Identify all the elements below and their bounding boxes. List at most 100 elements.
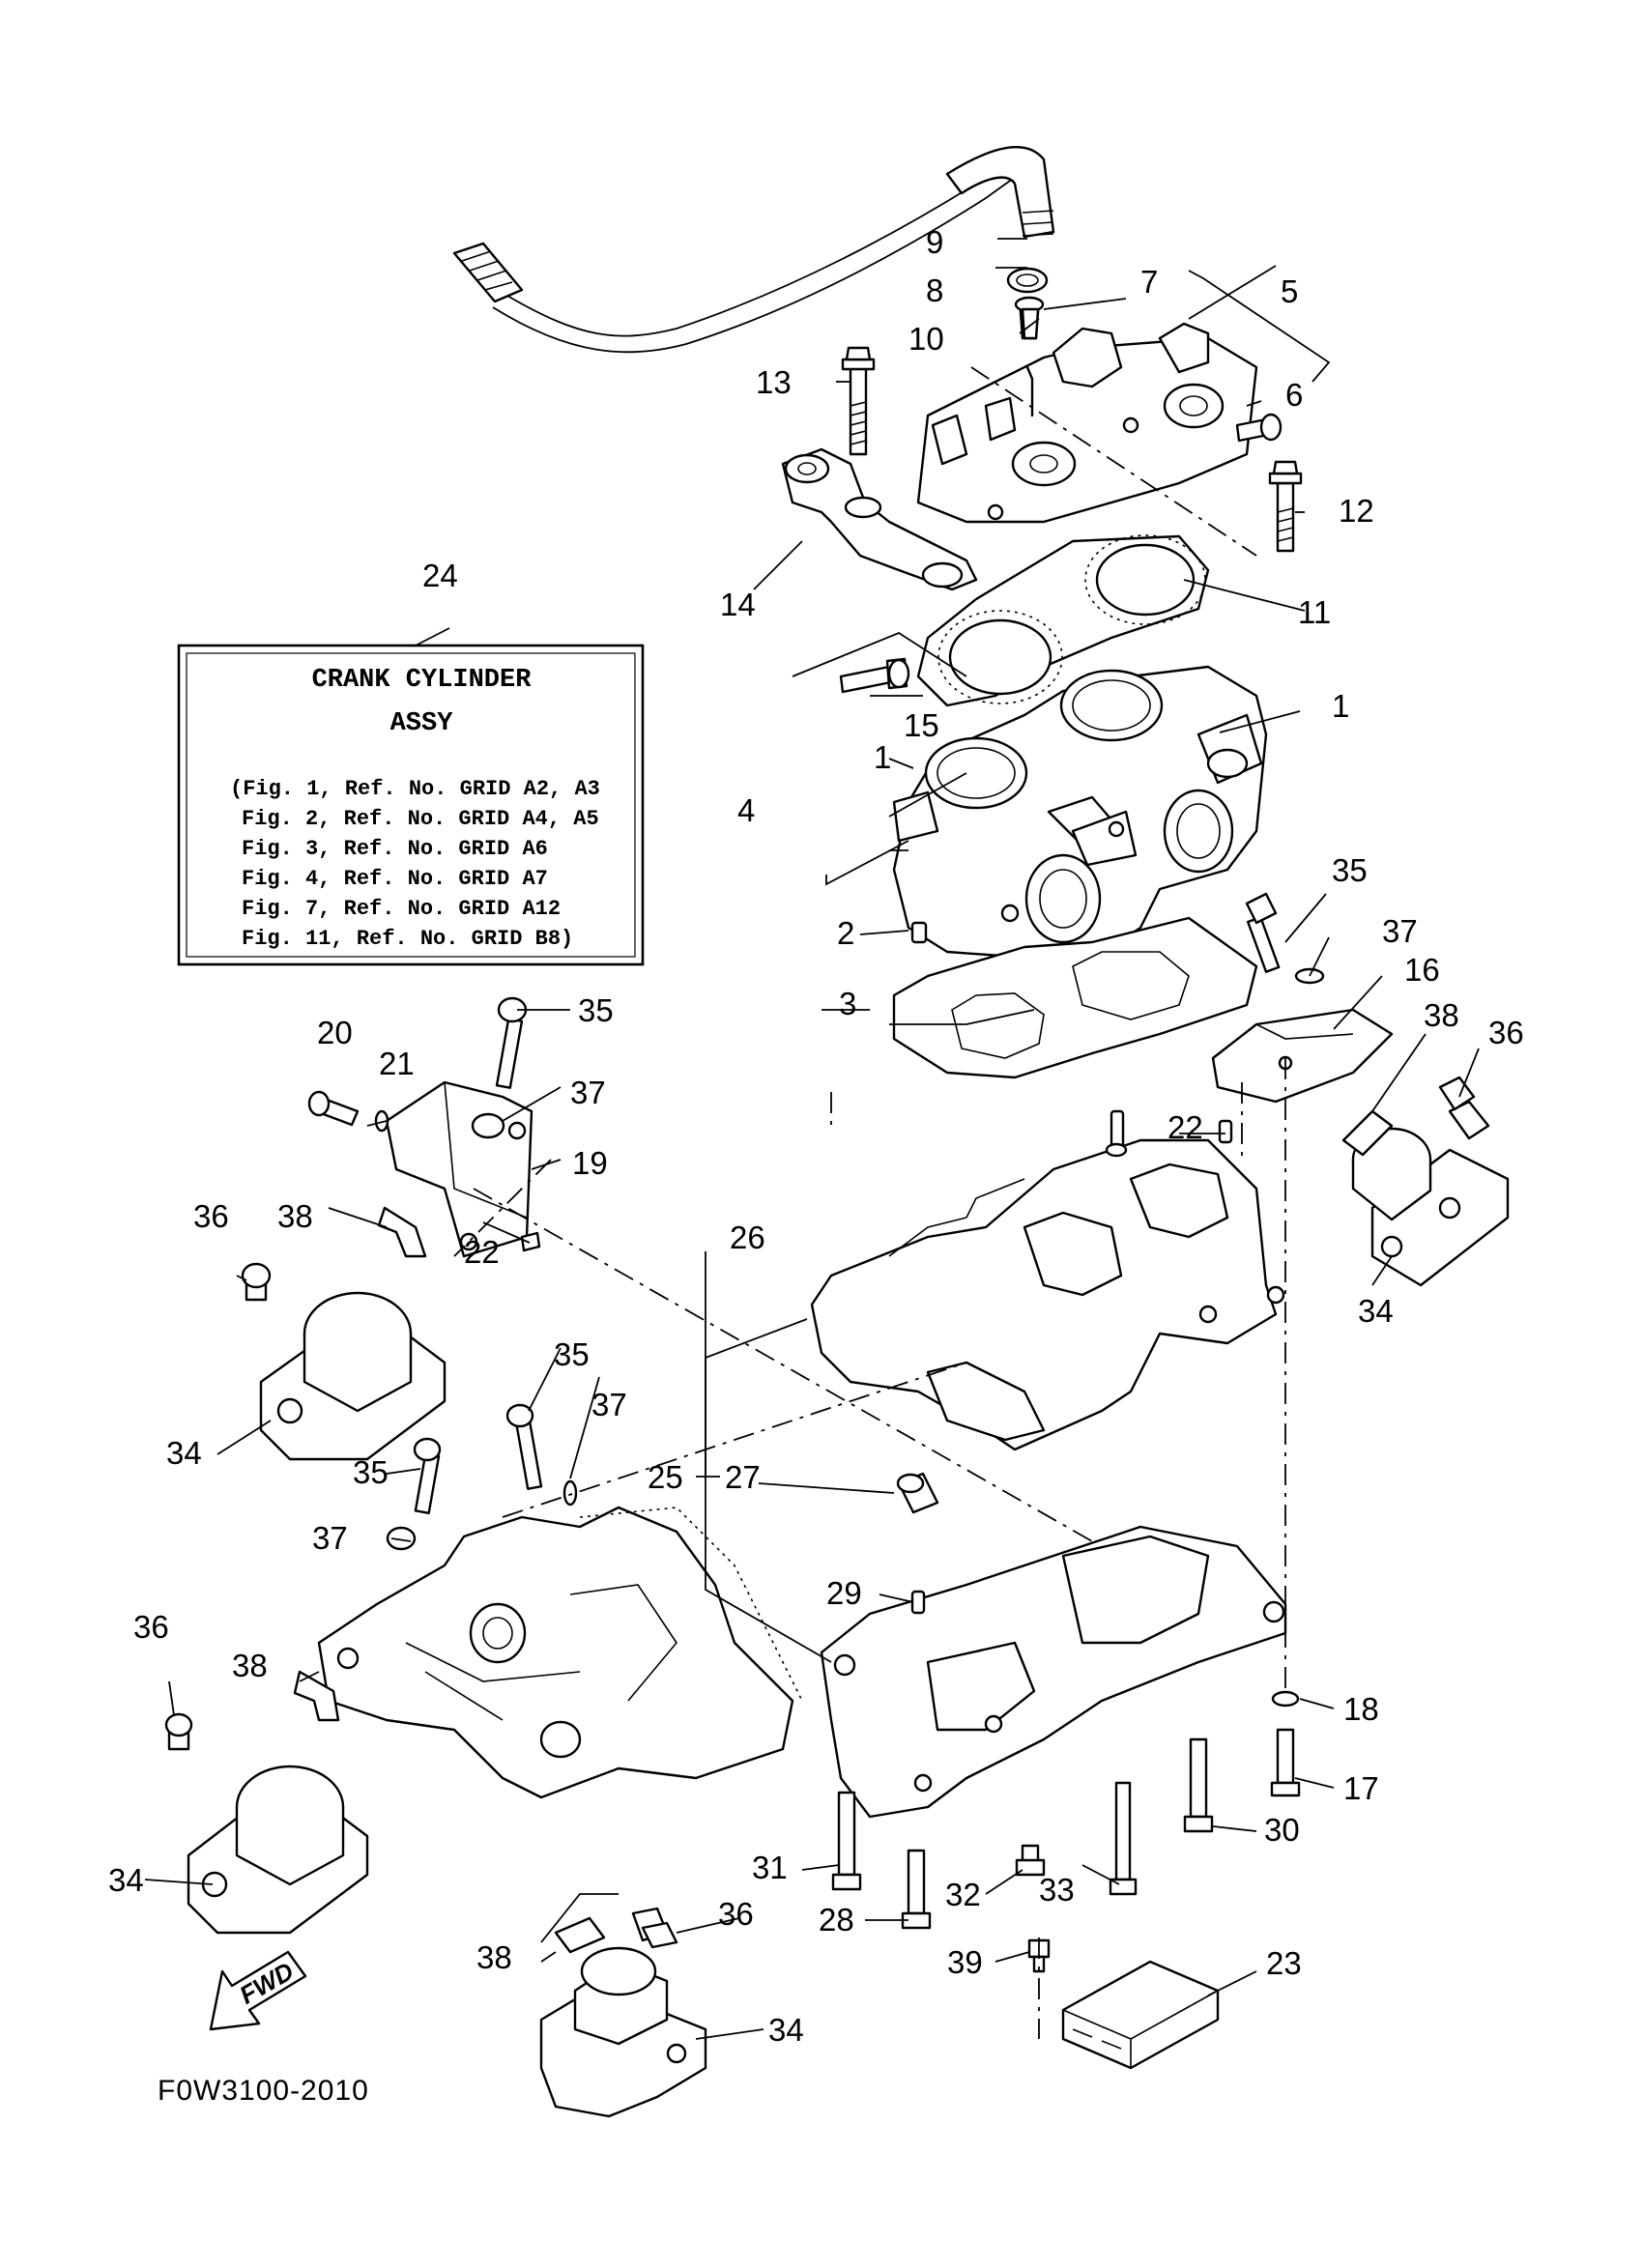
callout-36: 36 bbox=[193, 1198, 229, 1234]
hose-clamp bbox=[1006, 267, 1049, 294]
callout-25: 25 bbox=[648, 1459, 683, 1495]
callout-31: 31 bbox=[752, 1850, 788, 1885]
bolt-6 bbox=[1235, 413, 1283, 443]
bolt-36-right bbox=[1438, 1076, 1490, 1140]
engine-hanger-bracket bbox=[781, 447, 978, 591]
bolt-20 bbox=[307, 1090, 360, 1127]
callout-35: 35 bbox=[353, 1454, 389, 1490]
base-gasket bbox=[892, 916, 1258, 1079]
figure-code: F0W3100-2010 bbox=[158, 2075, 369, 2107]
washer-37-center bbox=[562, 1479, 578, 1507]
callout-35: 35 bbox=[578, 992, 614, 1028]
callout-35: 35 bbox=[1332, 852, 1368, 888]
callout-30: 30 bbox=[1264, 1812, 1300, 1848]
fwd-arrow-icon: FWD bbox=[209, 1950, 307, 2031]
shim-38-left-top bbox=[377, 1206, 427, 1258]
note-box-title-1: CRANK CYLINDER bbox=[312, 666, 533, 695]
crankcase-lower bbox=[820, 1525, 1287, 1819]
callout-38: 38 bbox=[1424, 997, 1459, 1033]
bolt-33 bbox=[1109, 1781, 1138, 1896]
note-box-title-2: ASSY bbox=[390, 709, 454, 738]
callout-1: 1 bbox=[1332, 688, 1349, 724]
callout-13: 13 bbox=[756, 364, 792, 400]
callout-1: 1 bbox=[874, 739, 891, 775]
callout-37: 37 bbox=[591, 1387, 627, 1422]
callout-26: 26 bbox=[730, 1220, 765, 1255]
callout-14: 14 bbox=[720, 587, 756, 622]
callout-34: 34 bbox=[166, 1435, 202, 1471]
callout-5: 5 bbox=[1281, 273, 1298, 309]
callout-33: 33 bbox=[1039, 1872, 1075, 1908]
dowel-pin-2 bbox=[910, 921, 928, 944]
note-box-line: Fig. 7, Ref. No. GRID A12 bbox=[242, 897, 561, 921]
callout-11: 11 bbox=[1298, 594, 1331, 630]
callout-6: 6 bbox=[1285, 377, 1303, 413]
callout-23: 23 bbox=[1266, 1945, 1302, 1981]
bolt-35-center bbox=[505, 1403, 543, 1490]
callout-39: 39 bbox=[947, 1944, 983, 1980]
cylinder-block bbox=[892, 665, 1268, 959]
callout-2: 2 bbox=[837, 915, 854, 951]
callout-12: 12 bbox=[1339, 493, 1374, 529]
callout-16: 16 bbox=[1404, 952, 1440, 988]
cylinder-head bbox=[916, 322, 1258, 524]
callout-38: 38 bbox=[232, 1648, 268, 1683]
callout-38: 38 bbox=[277, 1198, 313, 1234]
callout-22: 22 bbox=[1167, 1109, 1203, 1145]
crankcase-upper bbox=[810, 1109, 1285, 1451]
callout-19: 19 bbox=[572, 1145, 608, 1181]
ecu-module bbox=[1061, 1960, 1220, 2070]
washer-37-left-mid bbox=[386, 1526, 417, 1551]
note-box-line: Fig. 3, Ref. No. GRID A6 bbox=[242, 837, 548, 861]
callout-34: 34 bbox=[108, 1862, 144, 1898]
callout-labels: 1 1 2 3 4 5 6 7 8 9 10 11 12 13 14 15 16… bbox=[108, 224, 1524, 2048]
rubber-mount-left-bottom bbox=[187, 1765, 369, 1935]
bracket-lines bbox=[540, 270, 1331, 1943]
bolt-31 bbox=[831, 1791, 862, 1891]
dowel-22-left bbox=[520, 1231, 541, 1252]
bolt-35-left-top bbox=[495, 996, 528, 1089]
bolt-32 bbox=[1015, 1844, 1046, 1877]
shim-38-left-bottom bbox=[293, 1670, 340, 1722]
washer-18 bbox=[1271, 1690, 1300, 1708]
bolt-28 bbox=[901, 1849, 932, 1930]
shim-38-right bbox=[1341, 1109, 1394, 1157]
note-box-line: Fig. 2, Ref. No. GRID A4, A5 bbox=[242, 807, 599, 831]
bolt-12 bbox=[1268, 460, 1303, 553]
callout-32: 32 bbox=[945, 1877, 981, 1912]
callout-38: 38 bbox=[476, 1939, 512, 1975]
alignment-lines bbox=[453, 366, 1286, 2039]
note-box: CRANK CYLINDER ASSY (Fig. 1, Ref. No. GR… bbox=[177, 644, 645, 966]
callout-28: 28 bbox=[819, 1902, 854, 1938]
callout-24: 24 bbox=[422, 558, 458, 593]
dowel-pin-29 bbox=[910, 1590, 926, 1615]
washer-37-left-top bbox=[471, 1112, 505, 1139]
bolt-35-left-mid bbox=[413, 1437, 442, 1514]
head-gasket bbox=[916, 534, 1210, 707]
bolt-36-left-top bbox=[241, 1262, 272, 1302]
callout-29: 29 bbox=[826, 1575, 862, 1611]
callout-34: 34 bbox=[1358, 1293, 1394, 1329]
callout-36: 36 bbox=[718, 1896, 754, 1932]
callout-36: 36 bbox=[133, 1609, 169, 1645]
callout-3: 3 bbox=[839, 986, 856, 1021]
bolt-13 bbox=[841, 346, 876, 456]
callout-34: 34 bbox=[768, 2012, 804, 2048]
bolt-35-right bbox=[1245, 892, 1281, 973]
engine-mount-bracket-right bbox=[1211, 1008, 1394, 1104]
bolt-36-left-bottom bbox=[164, 1712, 193, 1751]
callout-7: 7 bbox=[1140, 264, 1158, 300]
bolt-30 bbox=[1183, 1737, 1214, 1833]
callout-37: 37 bbox=[312, 1520, 348, 1556]
callout-27: 27 bbox=[725, 1459, 761, 1495]
callout-4: 4 bbox=[737, 792, 755, 828]
fitting-7 bbox=[1021, 307, 1040, 340]
rubber-mount-left-top bbox=[259, 1291, 447, 1461]
rubber-mount-right bbox=[1351, 1127, 1510, 1287]
note-box-line: Fig. 4, Ref. No. GRID A7 bbox=[242, 867, 548, 891]
callout-22: 22 bbox=[464, 1234, 500, 1270]
note-box-line: Fig. 11, Ref. No. GRID B8) bbox=[242, 927, 573, 951]
note-box-line: (Fig. 1, Ref. No. GRID A2, A3 bbox=[230, 777, 600, 801]
bushing-27 bbox=[896, 1472, 939, 1514]
